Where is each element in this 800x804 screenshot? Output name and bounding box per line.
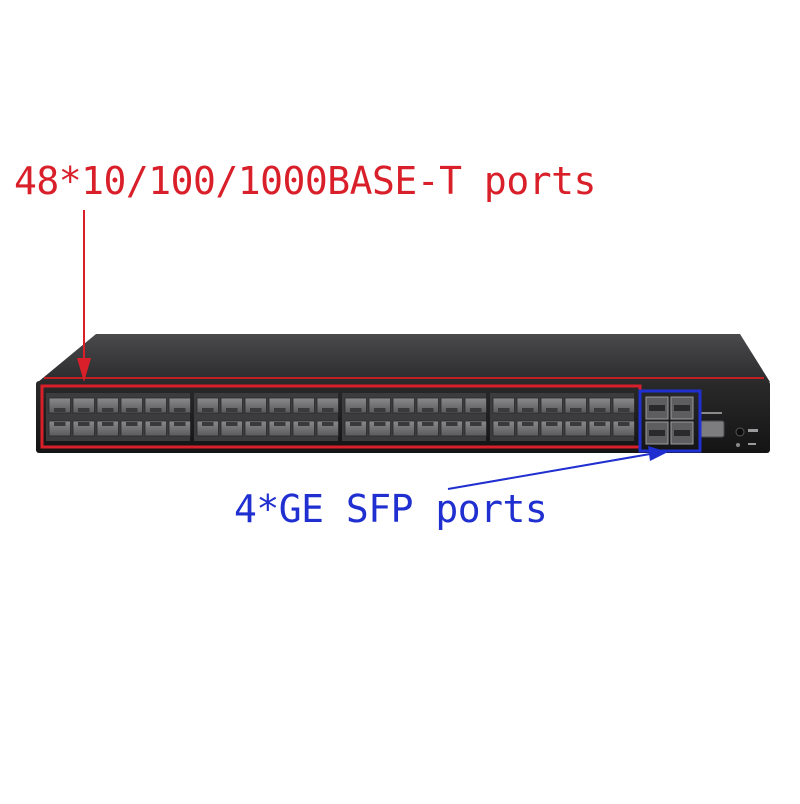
rj45-port-latch xyxy=(470,408,482,412)
sfp-arrow-line xyxy=(447,453,651,490)
sfp-port-slot xyxy=(674,430,690,436)
rj45-port-latch xyxy=(446,422,458,426)
sfp-port-slot xyxy=(649,405,665,411)
rj45-port-latch xyxy=(126,422,138,426)
rj45-port-latch xyxy=(374,422,386,426)
sfp-highlight-box xyxy=(638,389,702,453)
sys-label-mark xyxy=(748,443,756,445)
rj45-port-latch xyxy=(250,422,262,426)
status-led xyxy=(736,443,740,447)
rj45-port-latch xyxy=(570,408,582,412)
rj45-ports xyxy=(46,393,635,441)
rj45-port-latch xyxy=(398,422,410,426)
rj45-port-latch xyxy=(522,408,534,412)
rj45-port-latch xyxy=(54,422,66,426)
rj45-port-latch xyxy=(150,408,162,412)
chassis-top xyxy=(38,334,770,382)
rj45-port-latch xyxy=(546,422,558,426)
sfp-port-slot xyxy=(674,405,690,411)
rj45-port-latch xyxy=(298,422,310,426)
rj45-port-latch xyxy=(250,408,262,412)
rj45-port-latch xyxy=(202,408,214,412)
rj45-port-latch xyxy=(594,408,606,412)
rj45-port-latch xyxy=(202,422,214,426)
rj45-ports-label: 48*10/100/1000BASE-T ports xyxy=(14,159,596,203)
rj45-port-latch xyxy=(350,408,362,412)
rj45-port-latch xyxy=(446,408,458,412)
rj45-port-latch xyxy=(322,422,334,426)
mode-label-mark xyxy=(748,429,758,432)
rj45-port-latch xyxy=(102,422,114,426)
rj45-port-latch xyxy=(78,422,90,426)
rj45-port-latch xyxy=(298,408,310,412)
rj45-port-latch xyxy=(618,408,630,412)
rj45-port-latch xyxy=(174,422,186,426)
rj45-port-latch xyxy=(226,408,238,412)
mode-button xyxy=(735,427,745,437)
rj45-port-latch xyxy=(322,408,334,412)
rj45-port-latch xyxy=(422,422,434,426)
rj45-port-latch xyxy=(126,408,138,412)
rj45-port-latch xyxy=(398,408,410,412)
console-label-mark xyxy=(700,412,722,414)
rj45-port-latch xyxy=(102,408,114,412)
rj45-port-latch xyxy=(274,408,286,412)
rj45-port-latch xyxy=(54,408,66,412)
rj45-port-latch xyxy=(618,422,630,426)
sfp-arrow-head xyxy=(648,446,668,461)
rj45-port-latch xyxy=(594,422,606,426)
rj45-port-latch xyxy=(546,408,558,412)
rj45-port-latch xyxy=(522,422,534,426)
console-port xyxy=(699,420,725,438)
rj45-port-latch xyxy=(226,422,238,426)
sfp-ports-label: 4*GE SFP ports xyxy=(234,487,548,531)
rj45-port-latch xyxy=(498,408,510,412)
rj45-port-latch xyxy=(470,422,482,426)
rj45-port-latch xyxy=(174,408,186,412)
rj45-port-latch xyxy=(78,408,90,412)
sfp-port-slot xyxy=(649,430,665,436)
rj45-port-latch xyxy=(498,422,510,426)
rj45-port-latch xyxy=(150,422,162,426)
rj45-arrow-head xyxy=(77,358,91,382)
sfp-ports xyxy=(645,396,694,445)
rj45-port-latch xyxy=(422,408,434,412)
rj45-port-latch xyxy=(350,422,362,426)
rj45-port-latch xyxy=(374,408,386,412)
rj45-port-latch xyxy=(274,422,286,426)
rj45-port-latch xyxy=(570,422,582,426)
